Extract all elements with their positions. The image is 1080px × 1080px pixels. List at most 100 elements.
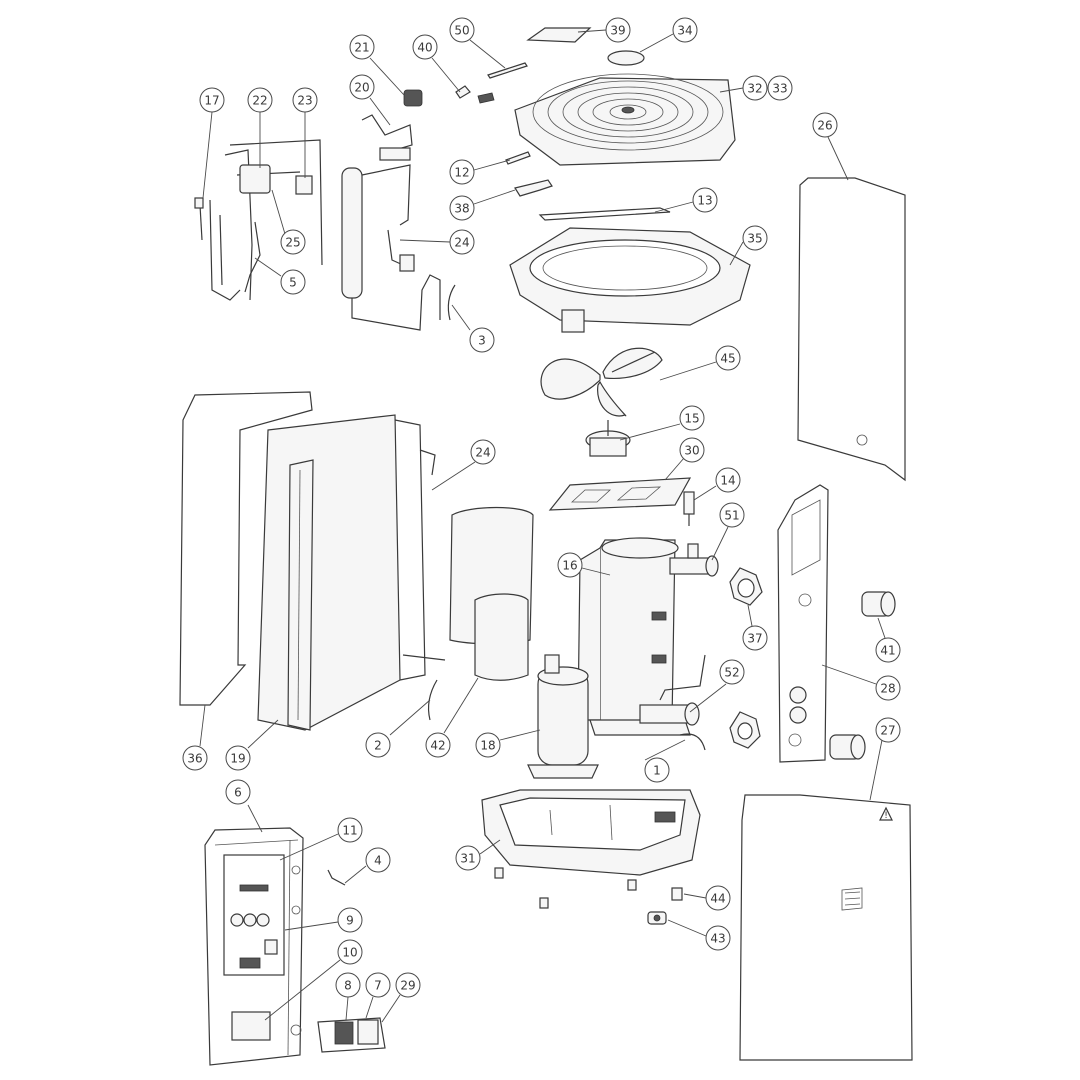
callout-12: 12	[449, 159, 475, 185]
callout-leader-line	[719, 87, 744, 93]
pipe-connector-41	[861, 591, 896, 617]
callout-leader-line	[202, 111, 213, 199]
callout-number: 36	[187, 752, 202, 766]
callout-number: 34	[677, 24, 692, 38]
callout-circle	[719, 502, 745, 528]
callout-circle	[412, 34, 438, 60]
callout-number: 1	[653, 764, 661, 778]
callout-24: 24	[449, 229, 475, 255]
fan-blade	[540, 347, 663, 417]
callout-leader-line	[369, 97, 391, 126]
rubber-foot	[671, 887, 683, 901]
valve-coil	[403, 89, 423, 107]
callout-leader-line	[827, 136, 849, 181]
callout-leader-line	[381, 994, 401, 1023]
callout-circle	[875, 675, 901, 701]
callout-number: 41	[880, 644, 895, 658]
callout-leader-line	[711, 526, 729, 561]
callout-number: 29	[400, 979, 415, 993]
terminal-block-assembly	[317, 1017, 386, 1053]
callout-leader-line	[284, 921, 339, 931]
callout-24: 24	[470, 439, 496, 465]
callout-circle	[292, 87, 318, 113]
callout-22: 22	[247, 87, 273, 113]
heat-exchanger	[577, 537, 691, 736]
callout-leader-line	[479, 839, 501, 855]
callout-39: 39	[605, 17, 631, 43]
flange-gasket	[729, 567, 763, 606]
callout-25: 25	[280, 229, 306, 255]
pipe-connector-2	[829, 734, 866, 760]
motor-bracket	[548, 477, 692, 511]
water-outlet-fitting	[639, 654, 706, 726]
callout-number: 33	[772, 82, 787, 96]
callout-number: 8	[344, 979, 352, 993]
callout-number: 5	[289, 276, 297, 290]
callout-leader-line	[747, 604, 753, 627]
callout-36: 36	[182, 745, 208, 771]
callout-leader-line	[389, 699, 431, 736]
callout-1: 1	[644, 757, 670, 783]
callout-circle	[449, 17, 475, 43]
callout-number: 6	[234, 786, 242, 800]
callout-34: 34	[672, 17, 698, 43]
callout-38: 38	[449, 195, 475, 221]
callout-leader-line	[581, 567, 611, 576]
callout-leader-line	[369, 57, 405, 96]
callout-leader-line	[254, 257, 282, 277]
callout-leader-line	[577, 29, 607, 33]
callout-leader-line	[639, 33, 674, 53]
callout-2: 2	[365, 732, 391, 758]
callout-40: 40	[412, 34, 438, 60]
fan-motor	[585, 420, 631, 457]
callout-7: 7	[365, 972, 391, 998]
callout-leader-line	[693, 485, 717, 501]
callout-33: 33	[767, 75, 793, 101]
callout-number: 50	[454, 24, 469, 38]
callout-number: 13	[697, 194, 712, 208]
callout-number: 16	[562, 559, 577, 573]
top-grille-cover	[514, 73, 736, 166]
callout-29: 29	[395, 972, 421, 998]
callout-circle	[395, 972, 421, 998]
callout-leader-line	[729, 241, 744, 266]
callout-number: 43	[710, 932, 725, 946]
callout-circle	[605, 17, 631, 43]
callout-number: 23	[297, 94, 312, 108]
callout-leader-line	[399, 239, 451, 243]
callout-leader-line	[689, 683, 727, 713]
callout-28: 28	[875, 675, 901, 701]
drain-fitting	[647, 911, 667, 925]
callout-circle	[644, 757, 670, 783]
water-inlet-fitting	[669, 543, 719, 577]
callout-35: 35	[742, 225, 768, 251]
callout-20: 20	[349, 74, 375, 100]
callout-leader-line	[365, 996, 374, 1019]
bracket-38	[514, 179, 553, 197]
callout-circle	[365, 847, 391, 873]
callout-circle	[672, 17, 698, 43]
callout-23: 23	[292, 87, 318, 113]
callout-circle	[475, 732, 501, 758]
callout-51: 51	[719, 502, 745, 528]
callout-leader-line	[344, 865, 367, 884]
callout-circle	[280, 229, 306, 255]
callout-number: 39	[610, 24, 625, 38]
warning-symbol-panel: !	[884, 811, 888, 821]
flange-gasket-2	[729, 711, 761, 749]
callout-19: 19	[225, 745, 251, 771]
callout-leader-line	[469, 39, 506, 69]
callout-number: 40	[417, 41, 432, 55]
callout-circle	[349, 74, 375, 100]
callout-number: 25	[285, 236, 300, 250]
callout-leader-line	[247, 804, 263, 833]
callout-leader-line	[199, 704, 206, 747]
callout-43: 43	[705, 925, 731, 951]
callout-leader-line	[279, 833, 339, 861]
callout-9: 9	[337, 907, 363, 933]
callout-number: 30	[684, 444, 699, 458]
callout-number: 45	[720, 352, 735, 366]
callout-circle	[742, 625, 768, 651]
callout-number: 28	[880, 682, 895, 696]
callout-number: 37	[747, 632, 762, 646]
